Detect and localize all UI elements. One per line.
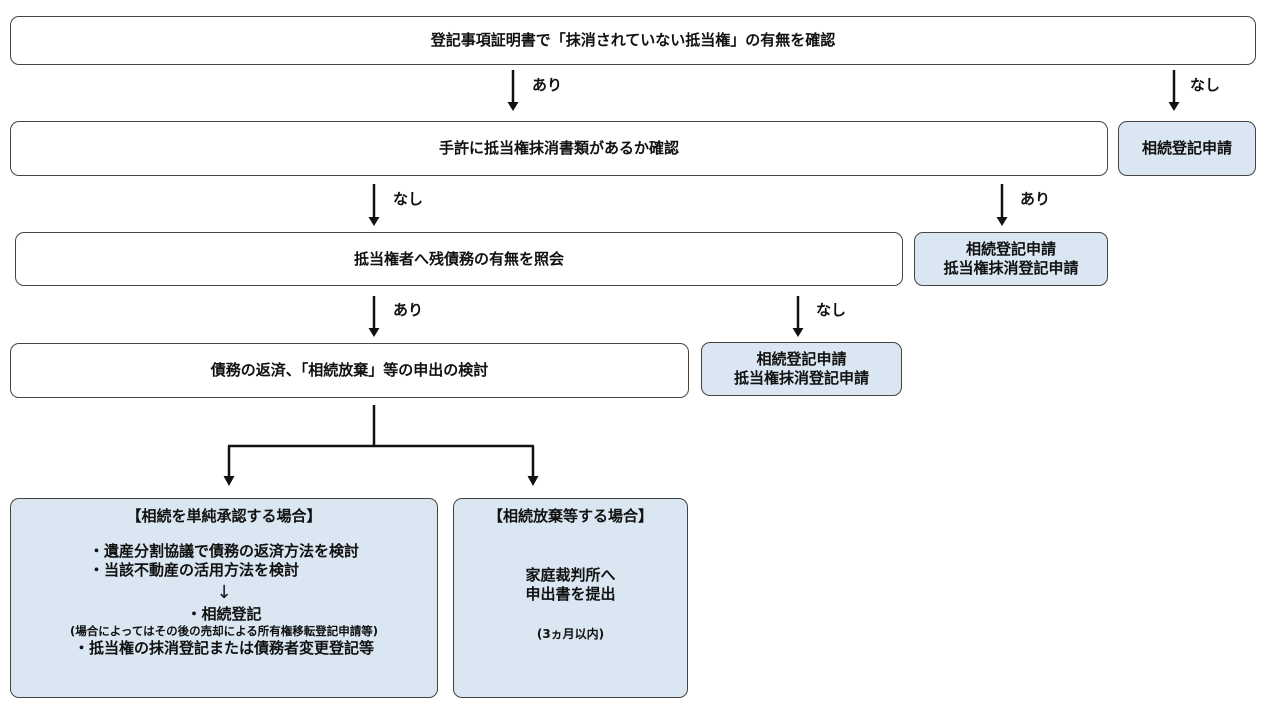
result2-line-1: 相続登記申請 <box>965 240 1056 259</box>
edge-label-step2-no: なし <box>393 190 424 208</box>
result3-line-2: 抵当権抹消登記申請 <box>733 369 869 387</box>
case-accept-registration-note: (場合によってはその後の売却による所有権移転登記申請等) <box>69 624 378 639</box>
step2-text: 手許に抵当権抹消書類があるか確認 <box>438 139 679 158</box>
arrowhead-step2-to-step3 <box>368 217 380 226</box>
case-accept-title: 【相続を単純承認する場合】 <box>126 507 322 525</box>
step3-text: 抵当権者へ残債務の有無を照会 <box>353 249 564 268</box>
case-renounce-action-line-1: 家庭裁判所へ <box>525 565 616 584</box>
arrowhead-step3-to-result3 <box>792 328 804 337</box>
arrowhead-branch-to-renounce <box>527 476 539 486</box>
arrowhead-step2-to-result2 <box>996 217 1008 226</box>
result1-inheritance-registration-box: 相続登記申請 <box>1118 121 1256 176</box>
step4-consider-repayment-box: 債務の返済、「相続放棄」等の申出の検討 <box>10 343 689 398</box>
case-accept-item-2: ・当該不動産の活用方法を検討 <box>88 561 299 580</box>
result2-registration-box: 相続登記申請 抵当権抹消登記申請 <box>914 232 1108 286</box>
arrowhead-step1-to-result1 <box>1168 102 1180 111</box>
case-renounce-title: 【相続放棄等する場合】 <box>487 507 653 525</box>
arrowhead-branch-to-accept <box>223 476 235 486</box>
result2-line-2: 抵当権抹消登記申請 <box>943 259 1079 277</box>
case-accept-registration: ・相続登記 <box>186 604 262 623</box>
case-accept-item-1: ・遺産分割協議で債務の返済方法を検討 <box>88 541 359 560</box>
result3-registration-box: 相続登記申請 抵当権抹消登記申請 <box>701 342 902 396</box>
arrowhead-step3-to-step4 <box>368 328 380 337</box>
arrowhead-step1-to-step2 <box>507 102 519 111</box>
case-renounce-box: 【相続放棄等する場合】 家庭裁判所へ 申出書を提出 (3ヵ月以内) <box>453 498 688 698</box>
result1-text: 相続登記申請 <box>1141 139 1232 158</box>
case-renounce-action-line-2: 申出書を提出 <box>525 585 616 604</box>
edge-label-step3-no: なし <box>816 301 847 319</box>
edge-label-step2-yes: あり <box>1020 190 1051 208</box>
step3-inquire-debt-box: 抵当権者へ残債務の有無を照会 <box>15 232 903 286</box>
edge-label-step1-no: なし <box>1190 76 1221 94</box>
edge-label-step1-yes: あり <box>532 76 563 94</box>
edge-label-step3-yes: あり <box>393 301 424 319</box>
result3-line-1: 相続登記申請 <box>756 350 847 369</box>
step4-text: 債務の返済、「相続放棄」等の申出の検討 <box>210 361 489 380</box>
case-accept-box: 【相続を単純承認する場合】 ・遺産分割協議で債務の返済方法を検討 ・当該不動産の… <box>10 498 438 698</box>
case-renounce-deadline: (3ヵ月以内) <box>536 626 605 641</box>
step2-check-documents-box: 手許に抵当権抹消書類があるか確認 <box>10 121 1108 176</box>
case-accept-down-arrow: ↓ <box>216 581 232 603</box>
step1-check-mortgage-box: 登記事項証明書で「抹消されていない抵当権」の有無を確認 <box>10 16 1256 65</box>
step1-text: 登記事項証明書で「抹消されていない抵当権」の有無を確認 <box>430 31 836 50</box>
case-accept-last-item: ・抵当権の抹消登記または債務者変更登記等 <box>73 638 374 657</box>
